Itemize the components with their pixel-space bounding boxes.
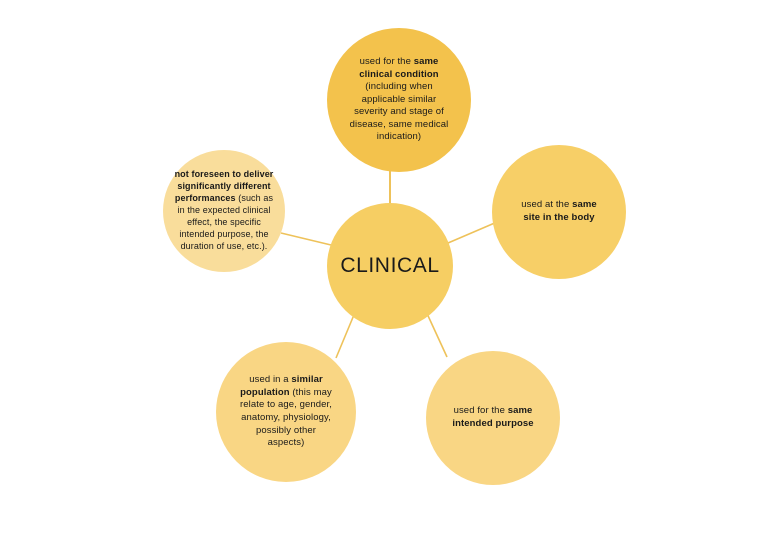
- node-bottom-left-label: used in a similar population (this may r…: [240, 374, 332, 449]
- node-clinical-center: CLINICAL: [327, 203, 453, 329]
- node-right-label: used at the same site in the body: [521, 199, 597, 223]
- connector-center-to-bottom-left: [335, 309, 357, 359]
- node-left-label: not foreseen to deliver significantly di…: [174, 169, 274, 251]
- node-same-intended-purpose: used for the same intended purpose: [426, 351, 560, 485]
- center-label: CLINICAL: [340, 254, 440, 278]
- connector-center-to-left: [280, 232, 332, 246]
- node-not-foreseen-different-performances: not foreseen to deliver significantly di…: [163, 150, 285, 272]
- connector-center-to-right: [447, 221, 498, 244]
- node-same-clinical-condition: used for the same clinical condition (in…: [327, 28, 471, 172]
- node-same-site-in-the-body: used at the same site in the body: [492, 145, 626, 279]
- node-similar-population: used in a similar population (this may r…: [216, 342, 356, 482]
- node-top-label: used for the same clinical condition (in…: [349, 56, 449, 143]
- node-bottom-right-label: used for the same intended purpose: [452, 405, 534, 429]
